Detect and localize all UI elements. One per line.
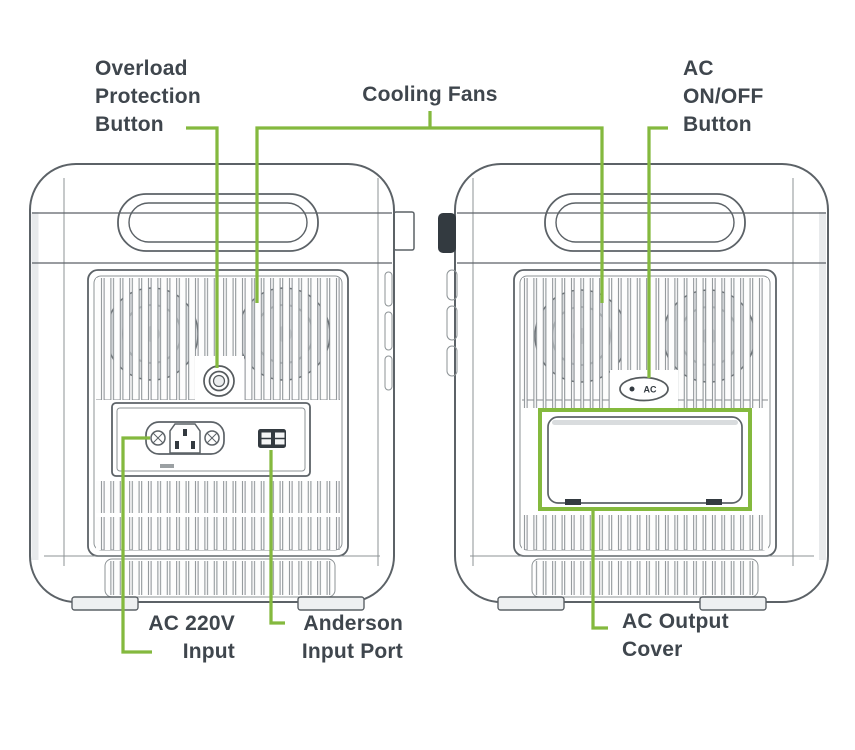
ac-button-text: AC	[644, 385, 657, 395]
side-button	[446, 305, 458, 341]
rear-vent-panel: AC	[513, 269, 777, 557]
ac-output-label: AC Output Cover	[622, 610, 729, 661]
ac-onoff-label: AC ON/OFF Button	[683, 57, 764, 136]
vent-slats	[108, 561, 332, 595]
anderson-port-icon	[258, 429, 286, 448]
overload-callout-line	[186, 126, 219, 368]
ac-onoff-callout-line	[647, 126, 668, 378]
anderson-callout-line	[269, 450, 285, 625]
side-button	[446, 269, 458, 301]
ac-output-callout-line	[591, 509, 608, 630]
right-side-grip-texture	[819, 212, 826, 560]
cover-latch	[565, 499, 581, 505]
left-side-grip-texture	[31, 212, 39, 560]
cover-latch	[706, 499, 722, 505]
anderson-label: Anderson Input Port	[301, 612, 403, 663]
side-knob	[438, 213, 456, 253]
foot	[699, 596, 767, 611]
overload-protection-button-icon	[203, 365, 235, 397]
ac-input-label: AC 220V Input	[148, 612, 235, 663]
overload-label: Overload Protection Button	[95, 57, 201, 136]
input-connector-panel	[111, 402, 311, 477]
ac-output-cover-highlight	[538, 408, 752, 511]
ac-onoff-button-icon: AC	[619, 376, 669, 402]
ac-inlet-icon	[145, 421, 225, 455]
vent-slats	[96, 517, 340, 550]
left-unit-rear-view	[29, 163, 415, 611]
cooling-fans-label: Cooling Fans	[362, 83, 498, 106]
vent-slats	[535, 561, 755, 595]
vent-slats	[96, 481, 340, 513]
handle-cutout	[544, 193, 746, 252]
ac-output-cover-icon	[538, 408, 752, 511]
vent-slats	[522, 515, 768, 550]
foot	[497, 596, 565, 611]
foot	[71, 596, 139, 611]
foot	[297, 596, 365, 611]
side-button	[446, 345, 458, 377]
side-port-tab	[393, 211, 415, 251]
cooling-fans-callout-line	[255, 126, 604, 303]
right-unit-rear-view: AC	[438, 163, 829, 611]
ac-input-callout-line	[121, 436, 152, 654]
